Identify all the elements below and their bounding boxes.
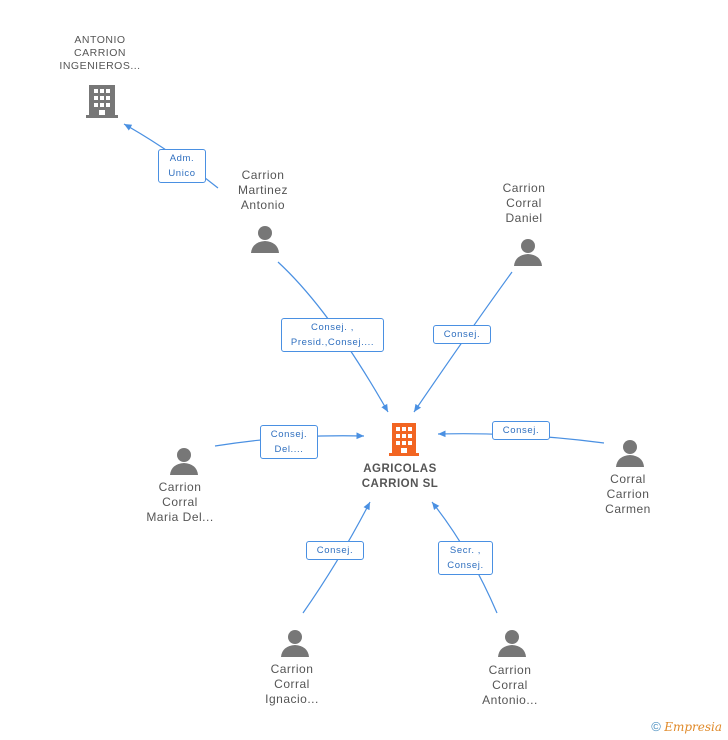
company-name[interactable]: ANTONIO CARRION INGENIEROS... xyxy=(59,34,141,72)
role-badge-consej-del[interactable]: Consej. Del.... xyxy=(260,425,318,459)
center-company-name[interactable]: AGRICOLAS CARRION SL xyxy=(361,463,439,490)
person-p2-name[interactable]: Carrion Corral Daniel xyxy=(502,181,546,225)
person-icon[interactable] xyxy=(497,629,527,657)
building-icon[interactable] xyxy=(86,83,118,119)
role-badge-consej-p5[interactable]: Consej. xyxy=(306,541,364,560)
brand-logo: Empresia xyxy=(664,720,722,734)
person-icon[interactable] xyxy=(169,447,199,475)
center-building-icon[interactable] xyxy=(389,421,419,457)
person-p1-name[interactable]: Carrion Martinez Antonio xyxy=(237,168,288,212)
role-badge-consej-p2[interactable]: Consej. xyxy=(433,325,491,344)
person-p3-name[interactable]: Carrion Corral Maria Del... xyxy=(146,480,214,524)
person-icon[interactable] xyxy=(250,225,280,253)
role-badge-adm-unico[interactable]: Adm. Unico xyxy=(158,149,206,183)
person-p4-name[interactable]: Corral Carrion Carmen xyxy=(605,472,651,516)
person-p5-name[interactable]: Carrion Corral Ignacio... xyxy=(265,662,319,706)
copyright-icon: © xyxy=(651,719,661,734)
role-badge-consej-presid[interactable]: Consej. , Presid.,Consej.... xyxy=(281,318,384,352)
person-p6-name[interactable]: Carrion Corral Antonio... xyxy=(482,663,538,707)
role-badge-consej-p4[interactable]: Consej. xyxy=(492,421,550,440)
footer-brand[interactable]: © Empresia xyxy=(651,719,722,734)
person-icon[interactable] xyxy=(280,629,310,657)
person-icon[interactable] xyxy=(513,238,543,266)
person-icon[interactable] xyxy=(615,439,645,467)
role-badge-secr-consej[interactable]: Secr. , Consej. xyxy=(438,541,493,575)
